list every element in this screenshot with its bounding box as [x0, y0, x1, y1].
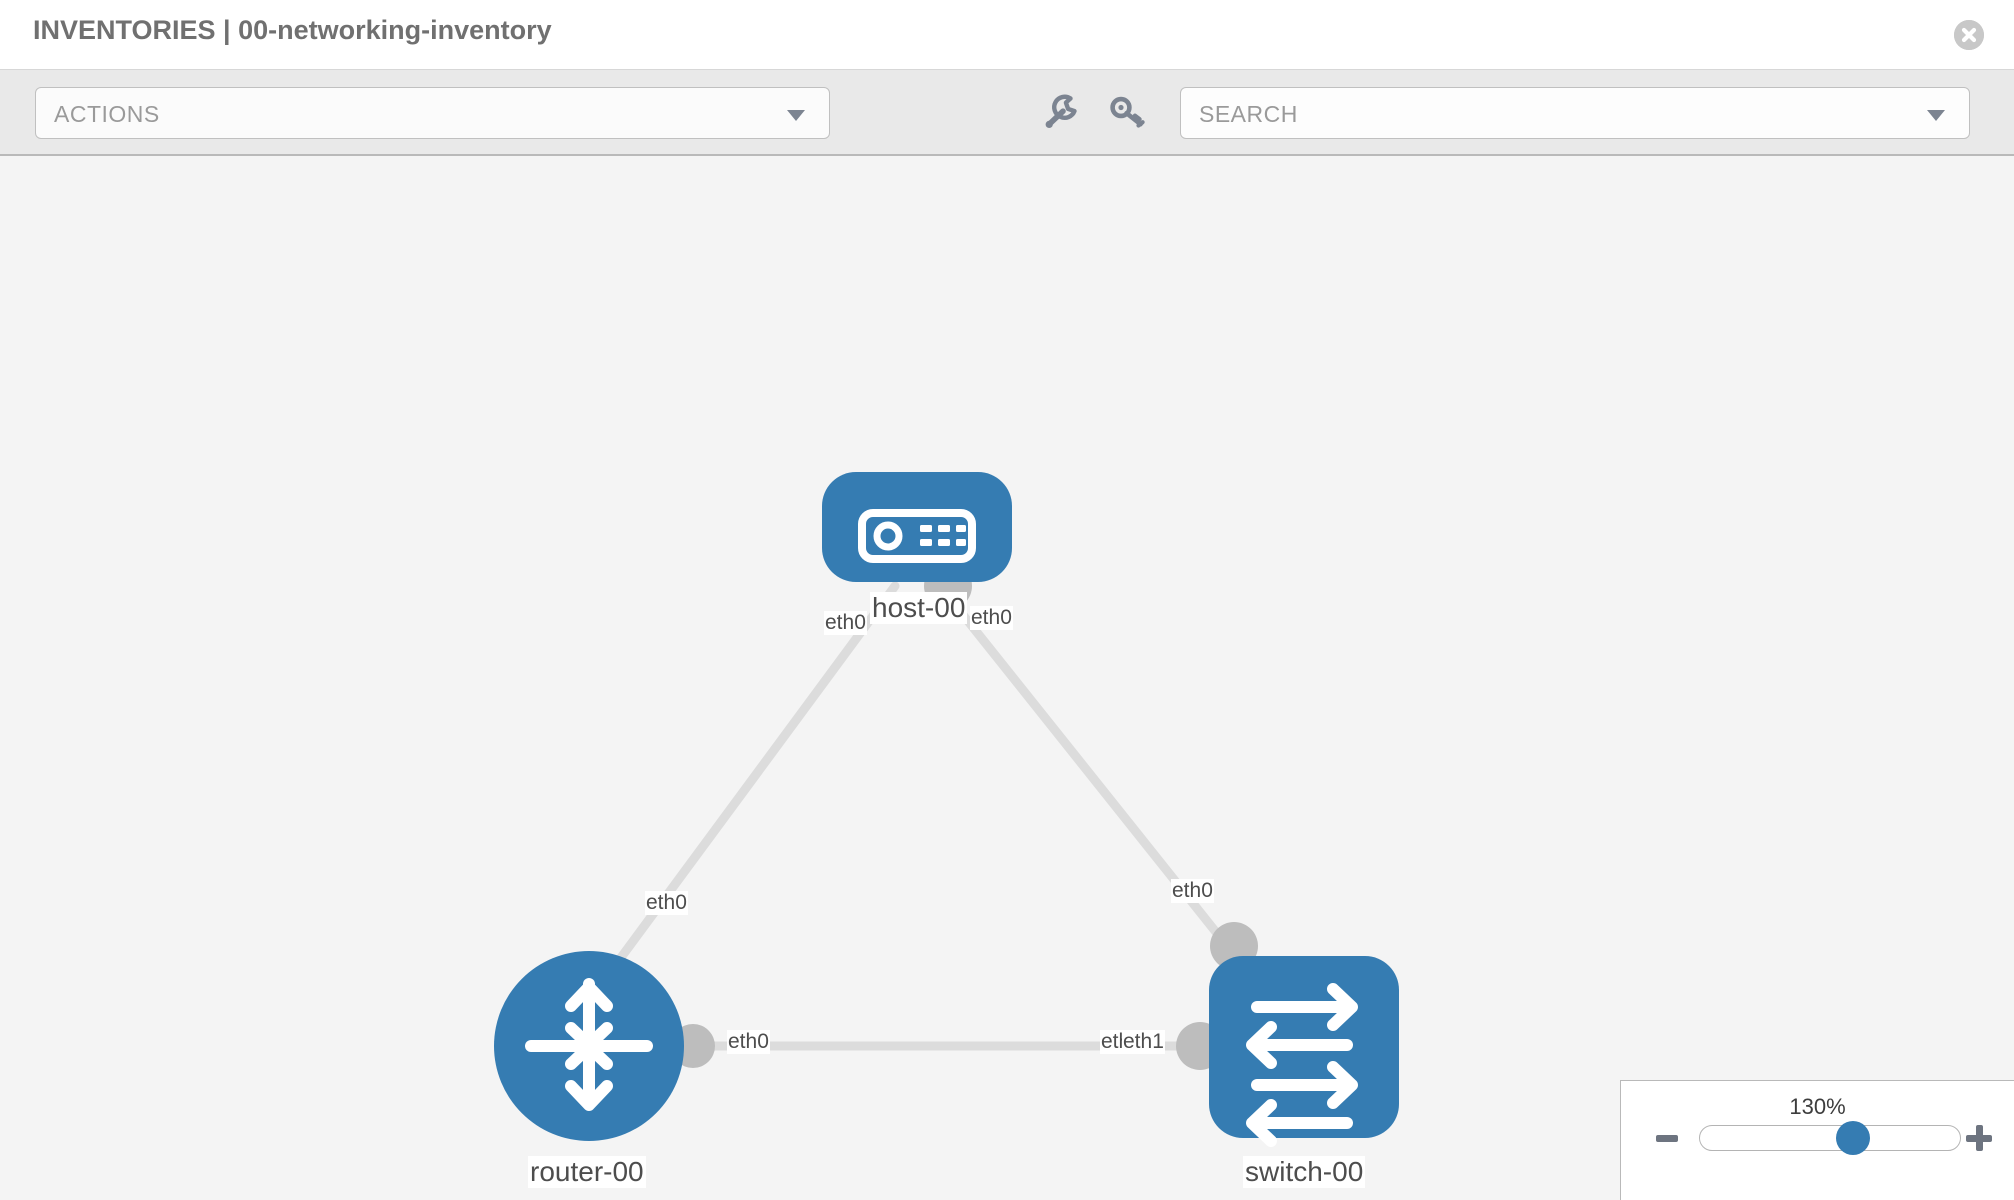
- page-title: INVENTORIES | 00-networking-inventory: [33, 15, 552, 45]
- page-header: INVENTORIES | 00-networking-inventory: [0, 0, 2014, 70]
- node-label-host-00: host-00: [870, 592, 968, 625]
- key-icon[interactable]: [1107, 92, 1149, 134]
- search-input[interactable]: SEARCH: [1180, 87, 1970, 139]
- node-router-00[interactable]: [494, 951, 684, 1141]
- link-host-router: [595, 581, 900, 991]
- zoom-out-button[interactable]: [1656, 1135, 1678, 1142]
- iface-label-router-uplink: eth0: [645, 891, 688, 916]
- close-icon[interactable]: [1954, 20, 1984, 50]
- zoom-in-button[interactable]: [1966, 1125, 1992, 1151]
- iface-label-host-right: eth0: [970, 606, 1013, 631]
- search-placeholder: SEARCH: [1199, 101, 1298, 127]
- iface-label-host-left: eth0: [824, 611, 867, 636]
- chevron-down-icon[interactable]: [1927, 110, 1945, 121]
- toolbar: ACTIONS SEARCH: [0, 70, 2014, 156]
- iface-label-router-right: eth0: [727, 1030, 770, 1055]
- iface-label-switch-uplink: eth0: [1171, 879, 1214, 904]
- zoom-slider-track[interactable]: [1699, 1125, 1961, 1151]
- actions-dropdown[interactable]: ACTIONS: [35, 87, 830, 139]
- topology-graph: [494, 472, 1399, 1147]
- wrench-icon[interactable]: [1040, 92, 1082, 134]
- actions-dropdown-label: ACTIONS: [54, 101, 160, 127]
- chevron-down-icon: [787, 110, 805, 121]
- node-label-switch-00: switch-00: [1243, 1156, 1366, 1189]
- iface-label-switch-left: eth1: [1122, 1030, 1165, 1055]
- topology-canvas[interactable]: eth0 host-00 eth0 eth0 eth0 eth0 eth0 et…: [0, 156, 2014, 1200]
- node-host-00[interactable]: [822, 472, 1012, 582]
- zoom-control-panel: 130%: [1620, 1080, 2014, 1200]
- zoom-slider-thumb[interactable]: [1835, 1121, 1870, 1155]
- node-label-router-00: router-00: [528, 1156, 646, 1189]
- zoom-level-label: 130%: [1789, 1094, 1846, 1119]
- node-switch-00[interactable]: [1209, 956, 1399, 1147]
